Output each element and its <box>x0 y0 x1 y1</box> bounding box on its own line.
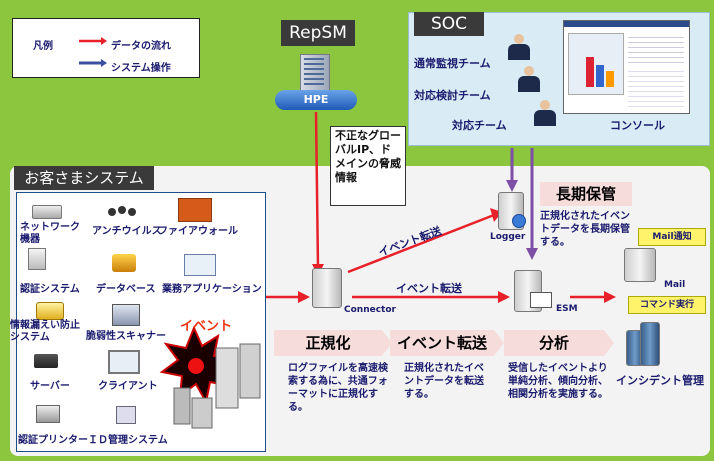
step-transfer-title: イベント転送 <box>390 330 494 356</box>
device-label: 情報漏えい防止システム <box>10 320 80 343</box>
step-analysis-desc: 受信したイベントより単純分析、傾向分析、相関分析を実施する。 <box>508 363 608 400</box>
operator-icon <box>508 34 530 62</box>
soc-team-review: 対応検討チーム <box>414 89 491 102</box>
legend-system-op: システム操作 <box>111 63 171 74</box>
client-pc-icon <box>108 350 140 374</box>
soc-team-response: 対応チーム <box>452 119 507 132</box>
mail-notify-tag: Mail通知 <box>638 228 706 246</box>
building-icon <box>294 54 340 92</box>
threat-info-callout: 不正なグローバルIP、ドメインの脅威情報 <box>330 126 406 206</box>
console-screenshot <box>563 20 690 114</box>
connector-server-icon <box>312 268 342 308</box>
esm-label: ESM <box>556 304 578 314</box>
step-analysis-title: 分析 <box>504 330 604 356</box>
database-icon <box>512 214 526 228</box>
long-term-desc: 正規化されたイベントデータを長期保管する。 <box>540 211 630 248</box>
operator-icon <box>534 100 556 128</box>
dlp-icon <box>36 302 64 320</box>
connector-label: Connector <box>344 305 396 315</box>
data-flow-arrow-icon <box>79 37 107 45</box>
device-label: 業務アプリケーション <box>162 284 262 295</box>
step-chevron-icon <box>494 330 504 356</box>
device-label: 脆弱性スキャナー <box>86 331 166 342</box>
soc-team-normal: 通常監視チーム <box>414 57 491 70</box>
step-transfer-desc: 正規化されたイベントデータを転送する。 <box>404 363 484 400</box>
step-chevron-icon <box>382 330 392 356</box>
repsm-title: RepSM <box>281 20 355 46</box>
device-label: ファイアウォール <box>158 226 238 237</box>
step-normalize-title: 正規化 <box>274 330 382 356</box>
flow-label-lower: イベント転送 <box>396 282 462 295</box>
monitor-icon <box>530 292 552 308</box>
repsm-to-connector-arrow <box>314 111 320 269</box>
legend-title: 凡例 <box>33 41 53 52</box>
operator-icon <box>518 66 540 94</box>
legend-data-flow: データの流れ <box>111 41 171 52</box>
mail-label: Mail <box>664 280 686 290</box>
business-app-icon <box>184 254 216 276</box>
hpe-badge: HPE <box>275 90 357 110</box>
device-label: 認証プリンター <box>18 435 88 446</box>
device-label: サーバー <box>30 381 70 392</box>
event-label: イベント <box>180 319 233 334</box>
network-device-icon <box>32 205 62 219</box>
connector-to-logger-arrow <box>347 213 495 274</box>
server-icon <box>34 354 58 368</box>
device-label-row: 認証プリンターＩＤ管理システム <box>18 431 168 446</box>
event-burst-icon <box>159 325 261 429</box>
auth-system-icon <box>28 248 46 270</box>
device-label: ＩＤ管理システム <box>88 435 168 446</box>
step-chevron-icon <box>604 330 614 356</box>
long-term-title: 長期保管 <box>540 182 632 206</box>
firewall-icon <box>178 198 212 222</box>
system-op-arrow-icon <box>79 59 107 67</box>
command-exec-tag: コマンド実行 <box>628 296 706 314</box>
soc-title: SOC <box>414 12 484 36</box>
device-label: クライアント <box>98 381 158 392</box>
antivirus-icon <box>108 206 136 218</box>
printer-icon <box>36 405 60 423</box>
device-label: 認証システム <box>20 284 80 295</box>
incident-servers-icon <box>626 322 666 366</box>
scanner-icon <box>112 304 140 326</box>
device-label: データベース <box>96 284 156 295</box>
incident-label: インシデント管理 <box>616 374 704 387</box>
device-label: アンチウイルス <box>92 226 162 237</box>
id-system-icon <box>116 406 136 424</box>
device-label: ネットワーク機器 <box>20 222 80 245</box>
step-normalize-desc: ログファイルを高速検索する為に、共通フォーマットに正規化する。 <box>288 363 388 413</box>
customer-title: お客さまシステム <box>14 166 154 190</box>
database-icon <box>112 254 136 272</box>
legend: 凡例 データの流れ システム操作 <box>12 18 200 78</box>
console-label: コンソール <box>610 119 665 132</box>
logger-label: Logger <box>490 232 526 242</box>
mail-server-icon <box>624 248 656 282</box>
